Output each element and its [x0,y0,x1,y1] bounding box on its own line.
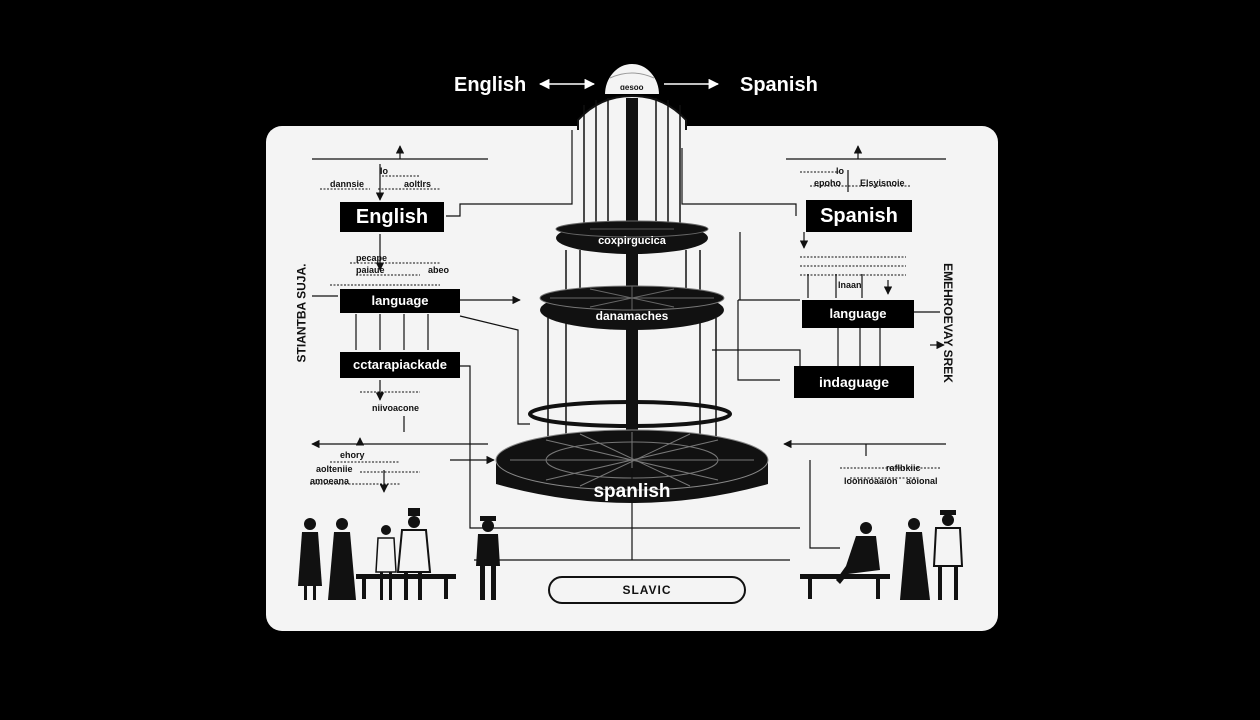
left-note-mid-c: abeo [428,265,450,275]
header-right-language: Spanish [740,74,818,96]
tower-columns [547,94,717,468]
left-note-top-c: aoltlrs [404,179,432,189]
right-note-mid-a: lnaan [838,280,862,290]
tower-base-label: spanlish [593,481,671,502]
tower-tier-2 [539,285,725,330]
right-vertical-label: EMEHROEVAY SREK [940,263,955,383]
right-note-bot-b: aoional [906,476,938,486]
tower-tier-1 [555,220,709,254]
left-vertical-label: STIANTBA SUJA. [294,263,309,363]
slavic-pill: SLAVIC [548,576,746,604]
right-note-top-c: Elsyisnoie [860,178,905,188]
right-note-top-a: lo [836,166,844,176]
dome-icon [602,62,662,96]
tower-tier-1-label: coxpirgucica [598,235,666,247]
people-group-right-icon [800,510,964,600]
left-note-bot-a: ehory [340,450,365,460]
left-box-english: English [340,202,444,232]
left-note-bot-c: amoeana [310,476,350,486]
left-box-lower: cctarapiackade [340,352,460,378]
left-box-language: language [340,289,460,313]
header-left-language: English [454,74,527,96]
people-group-left-icon [298,508,500,600]
right-box-lower: indaguage [794,366,914,398]
left-note-bot-b: aolteniie [316,464,353,474]
right-box-language: language [802,300,914,328]
right-note-top-b: epoho [814,178,841,188]
connector-lines [311,130,946,561]
left-note-low-a: niivoacone [372,403,420,413]
left-note-top-b: dannsie [330,179,365,189]
left-note-mid-b: paiaue [356,265,385,275]
dome-label: ɑesoo [620,83,644,92]
right-box-spanish: Spanish [806,200,912,232]
tower-ring [528,400,732,428]
right-note-bot-c: raflbkiic [886,463,921,473]
left-note-mid-a: pecape [356,253,388,263]
right-note-bot-a: loonnoaaion [844,476,898,486]
left-note-top-a: lo [380,166,388,176]
tower-tier-2-label: danamaches [595,309,669,323]
